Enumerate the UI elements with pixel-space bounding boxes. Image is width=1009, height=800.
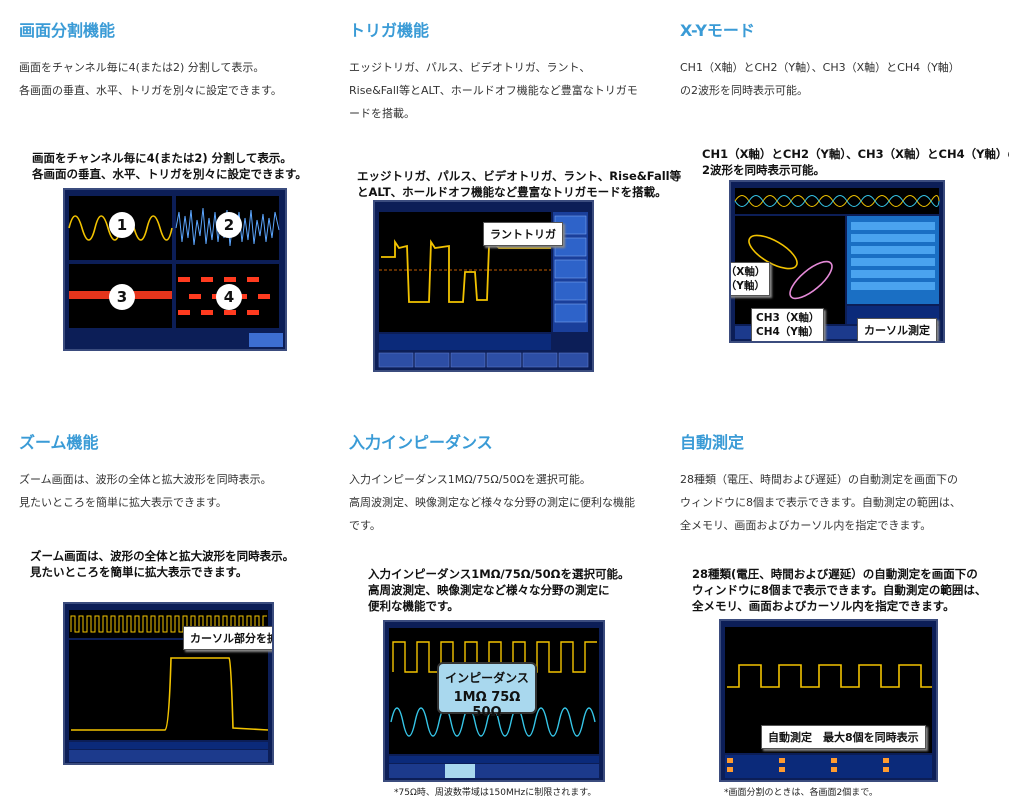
impedance-callout: インピーダンス 1MΩ 75Ω 50Ω [437,662,537,720]
section-title: トリガ機能 [349,21,430,40]
caption-line: ズーム画面は、波形の全体と拡大波形を同時表示。 [30,549,295,563]
zoom-callout: カーソル部分を拡大 [183,626,272,650]
desc-line: ウィンドウに8個まで表示できます。自動測定の範囲は、 [680,496,961,509]
split-badge-3: 3 [109,284,135,310]
desc-line: Rise&Fall等とALT、ホールドオフ機能など豊富なトリガモ [349,84,638,97]
oscilloscope-screen-split: 1 2 3 4 [63,188,287,351]
caption-line: 入力インピーダンス1MΩ/75Ω/50Ωを選択可能。 [368,567,630,581]
oscilloscope-screen-trigger: ラントトリガ [373,200,594,372]
desc-line: 画面をチャンネル毎に4(または2) 分割して表示。 [19,61,265,74]
section-xy-mode: X-Yモード CH1（X軸）とCH2（Y軸）、CH3（X軸）とCH4（Y軸） の… [680,20,990,102]
split-badge-1: 1 [109,212,135,238]
oscilloscope-screen-automeasure: 自動測定 最大8個を同時表示 [719,619,938,782]
section-description: 28種類（電圧、時間および遅延）の自動測定を画面下の ウィンドウに8個まで表示で… [680,468,990,537]
caption-line: エッジトリガ、パルス、ビデオトリガ、ラント、Rise&Fall等 [357,169,682,183]
section-trigger: トリガ機能 エッジトリガ、パルス、ビデオトリガ、ラント、 Rise&Fall等と… [349,20,659,125]
caption-line: 28種類(電圧、時間および遅延）の自動測定を画面下の [692,567,978,581]
figure-caption: エッジトリガ、パルス、ビデオトリガ、ラント、Rise&Fall等 とALT、ホー… [357,168,681,200]
section-title: 画面分割機能 [19,21,116,40]
split-badge-2: 2 [216,212,242,238]
oscilloscope-screen-zoom: カーソル部分を拡大 [63,602,274,765]
caption-line: 各画面の垂直、水平、トリガを別々に設定できます。 [32,167,307,181]
oscilloscope-screen-xy: CH1（X軸） CH2（Y軸） CH3（X軸） CH4（Y軸） カーソル測定 [729,180,945,343]
desc-line: 28種類（電圧、時間および遅延）の自動測定を画面下の [680,473,958,486]
section-auto-measure: 自動測定 28種類（電圧、時間および遅延）の自動測定を画面下の ウィンドウに8個… [680,432,990,537]
runt-trigger-callout: ラントトリガ [483,222,563,246]
caption-line: 画面をチャンネル毎に4(または2) 分割して表示。 [32,151,292,165]
desc-line: です。 [349,519,381,532]
split-badge-4: 4 [216,284,242,310]
caption-line: 2波形を同時表示可能。 [702,163,826,177]
ch4-label-line: CH4（Y軸） [756,326,819,338]
desc-line: 各画面の垂直、水平、トリガを別々に設定できます。 [19,84,282,97]
section-split-screen: 画面分割機能 画面をチャンネル毎に4(または2) 分割して表示。 各画面の垂直、… [19,20,329,102]
section-title: 自動測定 [680,433,745,452]
desc-line: ードを搭載。 [349,107,415,120]
desc-line: エッジトリガ、パルス、ビデオトリガ、ラント、 [349,61,591,74]
section-description: エッジトリガ、パルス、ビデオトリガ、ラント、 Rise&Fall等とALT、ホー… [349,56,659,125]
desc-line: の2波形を同時表示可能。 [680,84,808,97]
section-title: X-Yモード [680,21,755,40]
section-input-impedance: 入力インピーダンス 入力インピーダンス1MΩ/75Ω/50Ωを選択可能。 高周波… [349,432,659,537]
section-title: 入力インピーダンス [349,433,493,452]
cursor-measure-callout: カーソル測定 [857,318,937,341]
ch3-label-line: CH3（X軸） [756,312,820,324]
caption-line: 便利な機能です。 [368,599,459,613]
caption-line: CH1（X軸）とCH2（Y軸）、CH3（X軸）とCH4（Y軸）の [702,147,1009,161]
auto-measure-note: *画面分割のときは、各画面2個まで。 [724,788,878,798]
ch34-label: CH3（X軸） CH4（Y軸） [751,308,825,341]
desc-line: ズーム画面は、波形の全体と拡大波形を同時表示。 [19,473,272,486]
caption-line: 全メモリ、画面およびカーソル内を指定できます。 [692,599,955,613]
oscilloscope-screen-impedance: インピーダンス 1MΩ 75Ω 50Ω [383,620,605,782]
desc-line: CH1（X軸）とCH2（Y軸）、CH3（X軸）とCH4（Y軸） [680,61,960,74]
caption-line: ウィンドウに8個まで表示できます。自動測定の範囲は、 [692,583,987,597]
section-description: ズーム画面は、波形の全体と拡大波形を同時表示。 見たいところを簡単に拡大表示でき… [19,468,329,514]
section-description: 画面をチャンネル毎に4(または2) 分割して表示。 各画面の垂直、水平、トリガを… [19,56,329,102]
impedance-values: 1MΩ 75Ω 50Ω [453,690,521,720]
caption-line: とALT、ホールドオフ機能など豊富なトリガモードを搭載。 [357,185,667,199]
impedance-title: インピーダンス [445,671,529,685]
desc-line: 高周波測定、映像測定など様々な分野の測定に便利な機能 [349,496,635,509]
figure-caption: 入力インピーダンス1MΩ/75Ω/50Ωを選択可能。 高周波測定、映像測定など様… [368,566,629,614]
caption-line: 高周波測定、映像測定など様々な分野の測定に [368,583,610,597]
auto-measure-callout: 自動測定 最大8個を同時表示 [761,725,926,749]
desc-line: 入力インピーダンス1MΩ/75Ω/50Ωを選択可能。 [349,473,591,486]
ch12-label: CH1（X軸） CH2（Y軸） [729,262,771,296]
section-title: ズーム機能 [19,433,99,452]
ch1-label-line: CH1（X軸） [729,266,766,278]
caption-line: 見たいところを簡単に拡大表示できます。 [30,565,248,579]
desc-line: 全メモリ、画面およびカーソル内を指定できます。 [680,519,932,532]
desc-line: 見たいところを簡単に拡大表示できます。 [19,496,227,509]
figure-caption: 画面をチャンネル毎に4(または2) 分割して表示。 各画面の垂直、水平、トリガを… [32,150,307,182]
figure-caption: ズーム画面は、波形の全体と拡大波形を同時表示。 見たいところを簡単に拡大表示でき… [30,548,294,580]
section-description: CH1（X軸）とCH2（Y軸）、CH3（X軸）とCH4（Y軸） の2波形を同時表… [680,56,990,102]
figure-caption: CH1（X軸）とCH2（Y軸）、CH3（X軸）とCH4（Y軸）の 2波形を同時表… [702,146,1009,178]
figure-caption: 28種類(電圧、時間および遅延）の自動測定を画面下の ウィンドウに8個まで表示で… [692,566,986,614]
section-zoom: ズーム機能 ズーム画面は、波形の全体と拡大波形を同時表示。 見たいところを簡単に… [19,432,329,514]
impedance-note: *75Ω時、周波数帯域は150MHzに制限されます。 [394,788,597,798]
section-description: 入力インピーダンス1MΩ/75Ω/50Ωを選択可能。 高周波測定、映像測定など様… [349,468,659,537]
ch2-label-line: CH2（Y軸） [729,280,765,292]
